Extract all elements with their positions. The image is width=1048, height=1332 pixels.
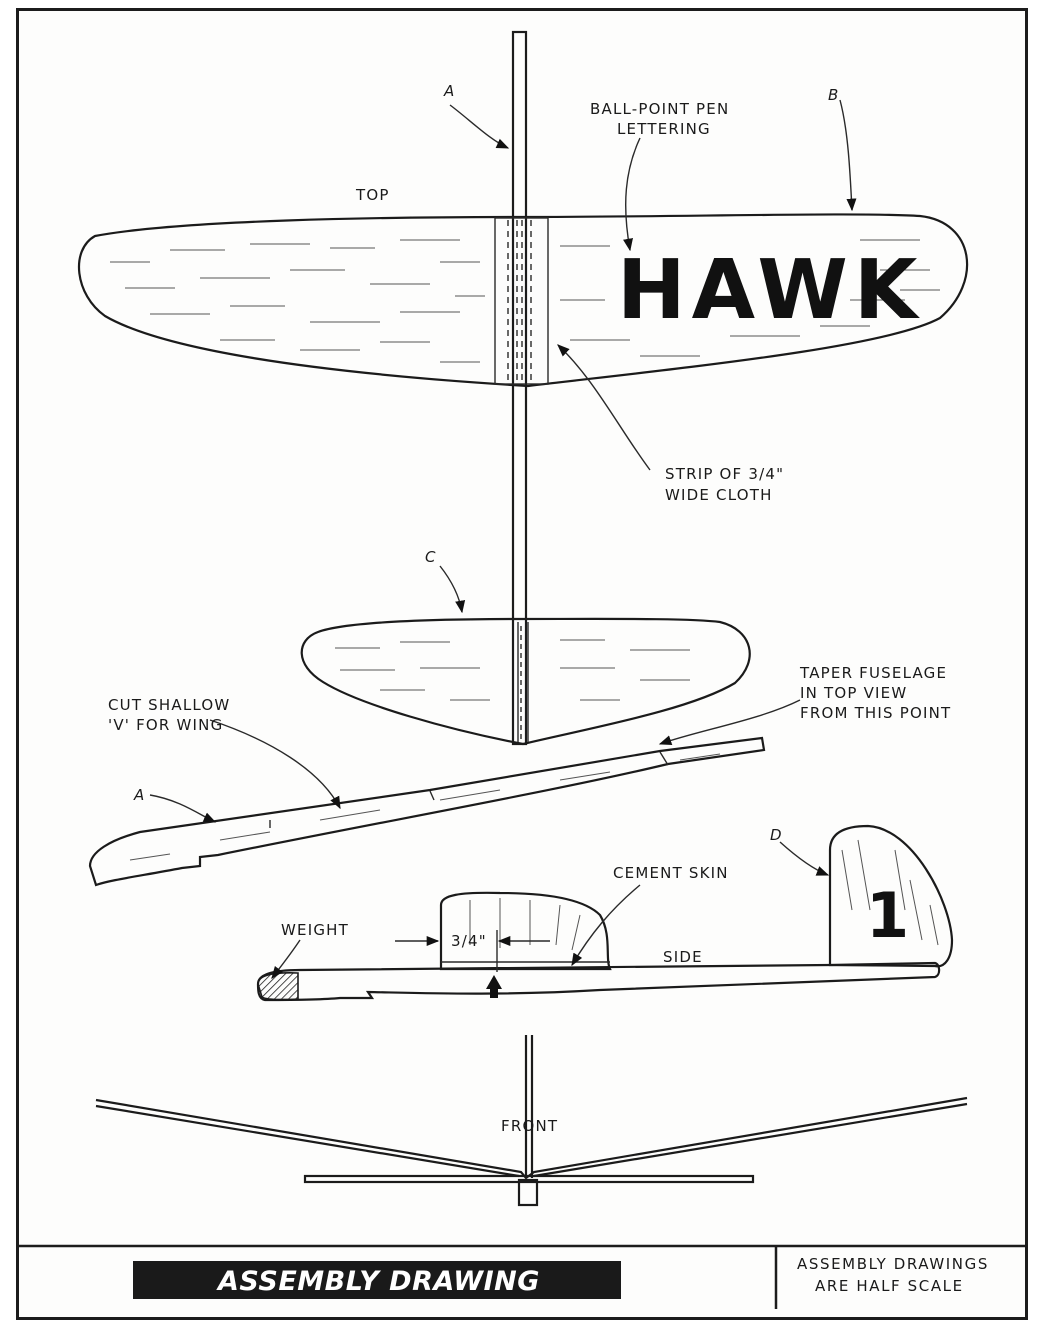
label-part-a-top: A [443, 82, 455, 100]
label-weight: WEIGHT [281, 921, 349, 939]
label-part-b: B [828, 86, 839, 104]
label-strip-2: WIDE CLOTH [665, 486, 773, 504]
label-taper-2: IN TOP VIEW [800, 684, 907, 702]
label-strip-1: STRIP OF 3/4" [665, 465, 784, 483]
label-part-d: D [770, 826, 783, 844]
stab-grain [335, 639, 690, 701]
nose-weight [257, 972, 299, 1001]
label-ballpoint-2: LETTERING [617, 120, 711, 138]
side-view: 1 [256, 824, 954, 1002]
scale-note-line2: ARE HALF SCALE [815, 1277, 964, 1295]
label-ballpoint-1: BALL-POINT PEN [590, 100, 729, 118]
scale-note-line1: ASSEMBLY DRAWINGS [797, 1255, 989, 1273]
label-part-a-side: A [133, 786, 145, 804]
label-cut-1: CUT SHALLOW [108, 696, 230, 714]
label-taper-1: TAPER FUSELAGE [799, 664, 947, 682]
wing-lettering: HAWK [617, 243, 923, 338]
wing-root-side [439, 891, 612, 971]
front-view [95, 1035, 968, 1207]
label-side-view: SIDE [663, 948, 703, 966]
vertical-fin [828, 824, 954, 968]
label-cement-skin: CEMENT SKIN [613, 864, 729, 882]
label-dimension: 3/4" [451, 932, 487, 950]
fin-number: 1 [866, 879, 909, 952]
callout-labels: A B BALL-POINT PEN LETTERING TOP STRIP O… [108, 82, 951, 1135]
label-taper-3: FROM THIS POINT [800, 704, 951, 722]
page-title: ASSEMBLY DRAWING [216, 1266, 540, 1297]
wing-grain [110, 239, 940, 363]
fuselage-stick-top [511, 30, 528, 746]
cloth-strip [494, 217, 549, 385]
label-top-view: TOP [355, 186, 390, 204]
label-part-c: C [425, 548, 436, 566]
stabilizer [300, 617, 751, 746]
top-view: HAWK [77, 30, 969, 746]
main-wing [77, 213, 969, 388]
fuselage-side-stick [88, 736, 766, 887]
label-front-view: FRONT [501, 1117, 558, 1135]
title-block: ASSEMBLY DRAWING ASSEMBLY DRAWINGS ARE H… [19, 1244, 1026, 1309]
cg-arrow [486, 975, 502, 998]
label-cut-2: 'V' FOR WING [108, 716, 223, 734]
leader-lines [149, 99, 857, 979]
title-bar [133, 1261, 621, 1299]
